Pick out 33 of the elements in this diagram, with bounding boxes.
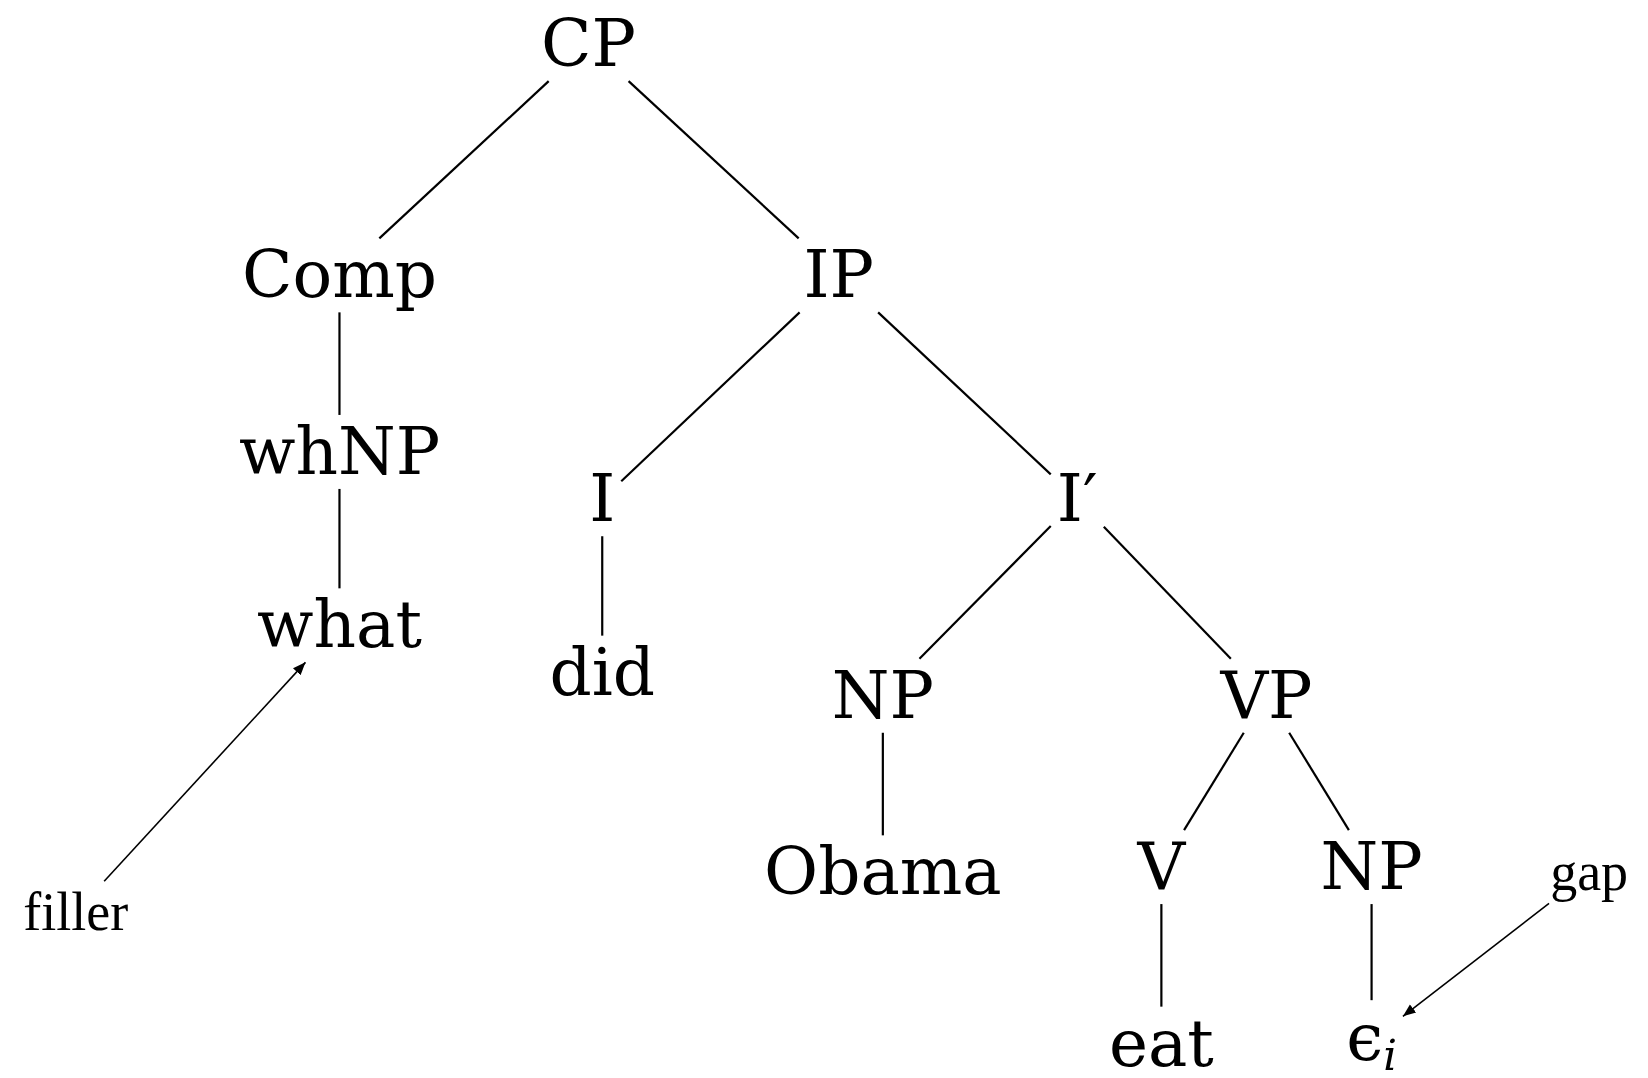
- tree-node-label: eat: [1102, 1006, 1220, 1078]
- annotation-label: gap: [1544, 841, 1635, 904]
- tree-branch-line: [1103, 526, 1232, 660]
- tree-node-label: CP: [535, 7, 642, 82]
- arrow: [103, 661, 307, 883]
- tree-branch-line: [1160, 904, 1163, 1007]
- tree-node-label: Obama: [758, 835, 1008, 910]
- tree-node-label: NP: [1314, 830, 1429, 905]
- tree-node-label: what: [251, 588, 428, 663]
- tree-node-label: V: [1131, 830, 1192, 905]
- tree-node-label: NP: [825, 658, 940, 733]
- tree-branch-line: [338, 312, 341, 415]
- arrow: [1402, 902, 1550, 1018]
- tree-node-label: IP: [797, 238, 880, 313]
- tree-branch-line: [877, 311, 1052, 476]
- annotation-label: filler: [17, 881, 135, 944]
- tree-node-label: I: [583, 462, 622, 537]
- tree-branch-line: [1183, 732, 1245, 831]
- tree-node-label: did: [543, 635, 662, 710]
- tree-branch-line: [620, 311, 801, 482]
- tree-branch-line: [338, 488, 341, 589]
- tree-node-label: ϵ$_{i}$: [1340, 1000, 1403, 1078]
- tree-branch-line: [918, 525, 1052, 660]
- tree-node-label: Comp: [235, 238, 443, 313]
- tree-node-label: I′: [1050, 462, 1104, 537]
- tree-branch-line: [627, 80, 800, 240]
- tree-branch-line: [601, 536, 604, 636]
- tree-node-label: whNP: [232, 414, 447, 489]
- tree-branch-line: [1370, 904, 1373, 1001]
- tree-branch-line: [378, 80, 550, 240]
- tree-node-label: VP: [1214, 658, 1319, 733]
- tree-branch-line: [881, 732, 884, 836]
- tree-branch-line: [1288, 732, 1350, 831]
